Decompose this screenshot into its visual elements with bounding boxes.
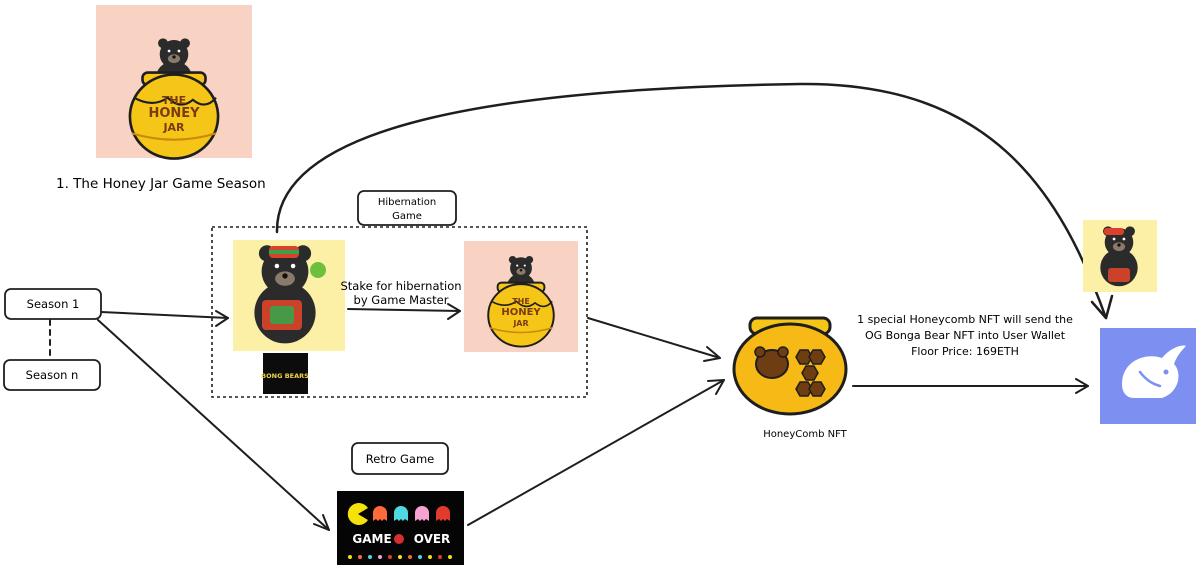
reward-text-line2: OG Bonga Bear NFT into User Wallet xyxy=(865,329,1066,342)
season-n-label: Season n xyxy=(26,368,79,382)
hibernation-honey-jar-image[interactable]: THE HONEY JAR xyxy=(464,241,578,352)
arrowhead-wallet xyxy=(1075,378,1089,394)
arrowhead-bear xyxy=(215,310,229,327)
small-jar-text-line2: HONEY xyxy=(501,307,541,318)
hibernation-game-label-box: Hibernation Game xyxy=(357,190,457,226)
jar-text-line1: THE xyxy=(162,94,186,107)
bong-bears-badge: BONG BEARS xyxy=(261,353,309,394)
arrow-season1-to-bear xyxy=(100,311,229,319)
season-1-label: Season 1 xyxy=(27,297,80,311)
honeycomb-jar-icon[interactable] xyxy=(732,316,848,416)
arrow-retro-to-honeycomb xyxy=(467,379,725,526)
arrowhead-honeycomb-top xyxy=(703,346,721,362)
bong-bear-image[interactable] xyxy=(233,240,345,351)
retro-game-label-box: Retro Game xyxy=(351,442,449,475)
hibernation-label-line1: Hibernation xyxy=(378,197,436,208)
ghost-icon xyxy=(373,506,450,521)
title-honey-jar-image: THE HONEY JAR xyxy=(96,5,252,160)
season-n-box[interactable]: Season n xyxy=(3,359,101,391)
arrow-bear-to-jar xyxy=(347,308,461,312)
arrow-jar-to-honeycomb xyxy=(587,317,721,359)
arrowhead-retro xyxy=(313,514,330,531)
arrowhead-jar xyxy=(447,303,461,320)
reward-text-line1: 1 special Honeycomb NFT will send the xyxy=(857,313,1073,326)
curved-arrow-bear-to-wallet xyxy=(275,82,1108,320)
honeycomb-nft-label: HoneyComb NFT xyxy=(763,429,847,440)
game-over-word2: OVER xyxy=(414,532,451,546)
og-bear-image[interactable] xyxy=(1083,220,1157,292)
jar-text-line3: JAR xyxy=(162,121,185,134)
game-over-word1: GAME xyxy=(352,532,391,546)
reward-text-line3: Floor Price: 169ETH xyxy=(911,345,1019,358)
stake-label-line2: by Game Master xyxy=(354,293,449,307)
rabbit-wallet-icon[interactable] xyxy=(1100,328,1196,424)
hibernation-game-container xyxy=(211,226,588,398)
game-over-image[interactable]: GAME OVER xyxy=(337,491,464,565)
arrowhead-wallet-curve xyxy=(1090,294,1114,320)
retro-game-label: Retro Game xyxy=(366,452,434,466)
jar-text-line2: HONEY xyxy=(148,106,200,121)
pacman-icon xyxy=(347,503,368,525)
stake-label-line1: Stake for hibernation xyxy=(340,279,461,293)
small-jar-text-line1: THE xyxy=(512,297,530,306)
bong-bears-badge-text: BONG BEARS xyxy=(261,372,309,380)
season-1-box[interactable]: Season 1 xyxy=(4,288,102,320)
arrowhead-honeycomb-bottom xyxy=(707,379,725,395)
small-jar-text-line3: JAR xyxy=(512,319,528,328)
connectors xyxy=(49,82,1114,531)
page-title: 1. The Honey Jar Game Season xyxy=(56,176,266,192)
hibernation-label-line2: Game xyxy=(392,211,422,222)
arrow-season1-to-retro xyxy=(97,319,330,531)
